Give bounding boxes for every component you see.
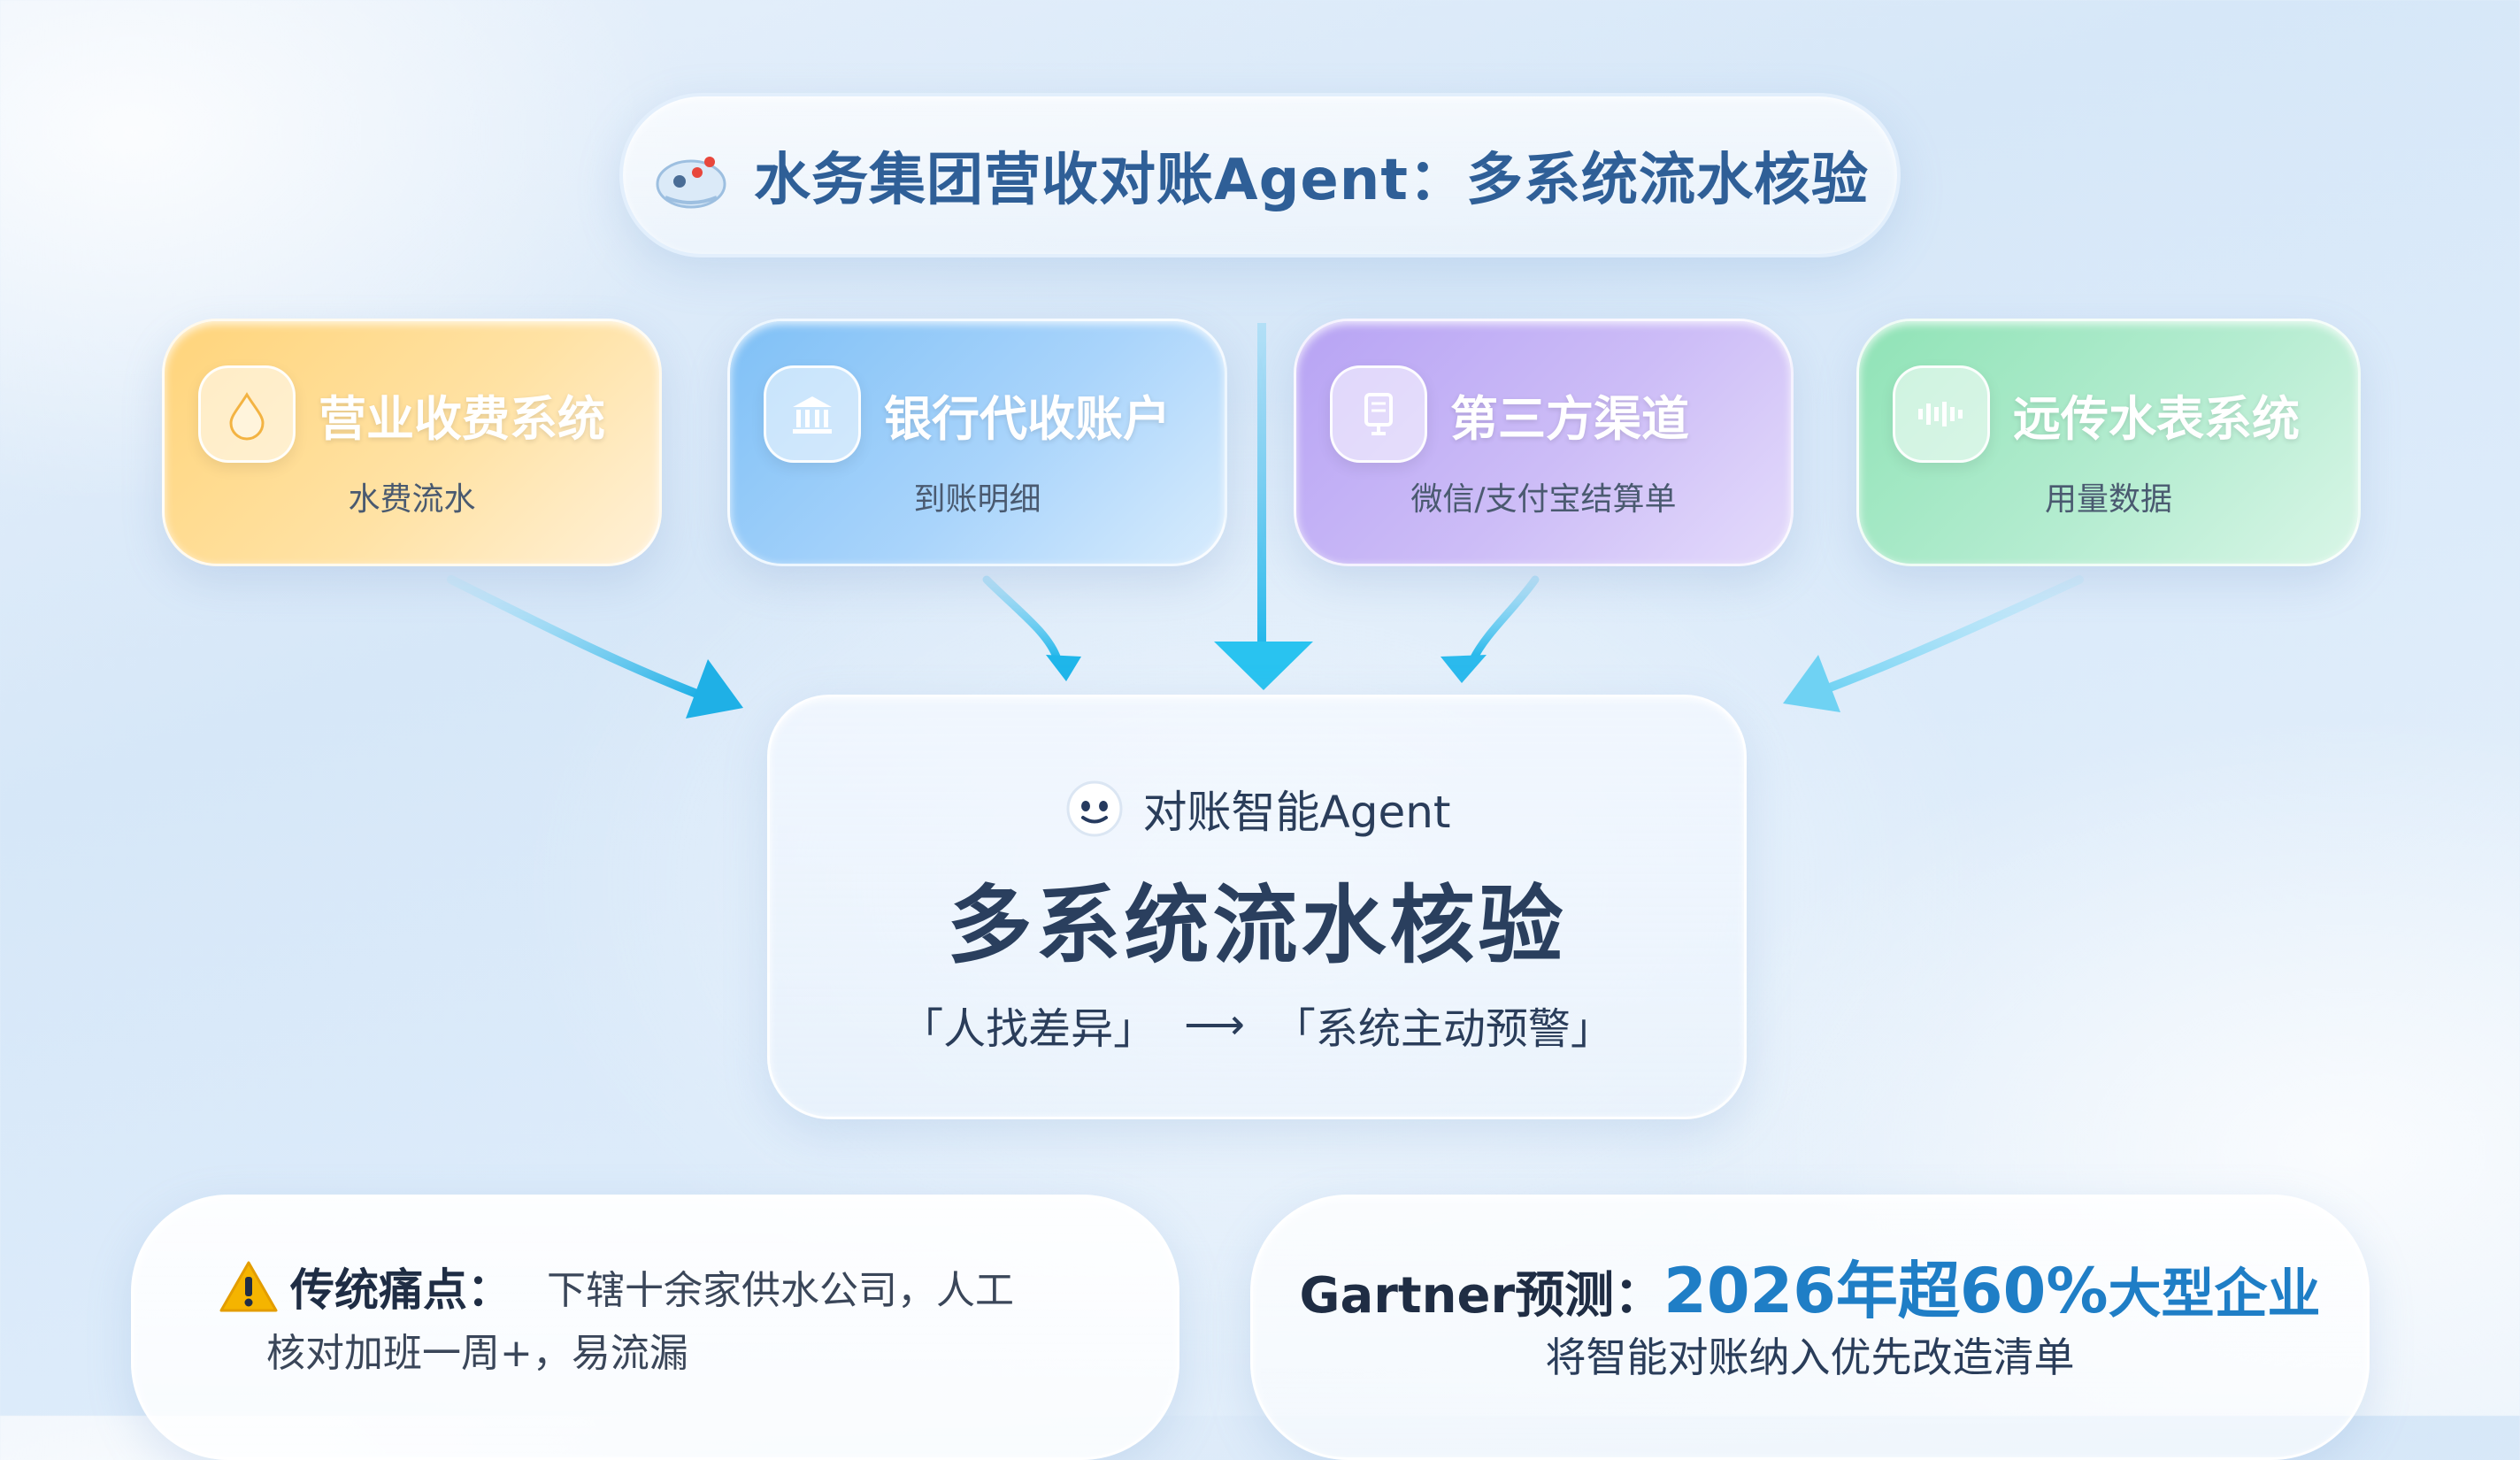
forecast-lead: Gartner预测： xyxy=(1299,1267,1664,1325)
forecast-tail: 大型企业 xyxy=(2108,1264,2321,1326)
source-sub: 微信/支付宝结算单 xyxy=(1410,481,1677,518)
signal-wave-icon xyxy=(1893,365,1990,463)
transition-arrow: ⟶ xyxy=(1184,1000,1245,1049)
pain-text-line1: 下辖十余家供水公司，人工 xyxy=(547,1268,1014,1313)
agent-label: 对账智能Agent xyxy=(1142,787,1451,838)
source-sub: 用量数据 xyxy=(2044,481,2172,518)
arrowhead-left xyxy=(686,659,743,718)
water-drop-icon xyxy=(198,365,296,463)
title-banner: 水务集团营收对账Agent：多系统流水核验 xyxy=(619,93,1901,257)
forecast-headline: Gartner预测：2026年超60%大型企业 xyxy=(1253,1241,2367,1331)
to-state: 「系统主动预警」 xyxy=(1272,1004,1613,1054)
arrow-center-shaft xyxy=(1257,323,1266,650)
arrowhead-bank xyxy=(1046,655,1081,681)
hub-title: 多系统流水核验 xyxy=(947,876,1567,975)
source-card-bank: 银行代收账户 到账明细 xyxy=(727,319,1227,566)
flow-arrows xyxy=(447,323,2084,718)
forecast-card: Gartner预测：2026年超60%大型企业 将智能对账纳入优先改造清单 xyxy=(1250,1195,2370,1460)
agent-hub-card: 对账智能Agent 多系统流水核验 「人找差异」 ⟶ 「系统主动预警」 xyxy=(767,695,1747,1119)
source-card-third-party: 第三方渠道 微信/支付宝结算单 xyxy=(1294,319,1794,566)
bank-icon xyxy=(764,365,861,463)
from-state: 「人找差异」 xyxy=(901,1004,1156,1054)
forecast-highlight: 2026年超60% xyxy=(1663,1255,2109,1327)
forecast-line2: 将智能对账纳入优先改造清单 xyxy=(1545,1333,2075,1381)
pain-point-card: 传统痛点： 下辖十余家供水公司，人工 核对加班一周+，易流漏 xyxy=(131,1195,1179,1460)
source-label: 第三方渠道 xyxy=(1450,390,1689,447)
arrow-bank xyxy=(982,575,1062,664)
source-sub: 水费流水 xyxy=(348,481,476,518)
arrowhead-third xyxy=(1441,655,1487,683)
pain-text-line2: 核对加班一周+，易流漏 xyxy=(266,1331,688,1376)
source-sub: 到账明细 xyxy=(913,481,1041,518)
arrowhead-center xyxy=(1214,642,1313,690)
warning-icon xyxy=(219,1261,278,1312)
smiley-robot-icon xyxy=(1066,780,1122,837)
source-label: 银行代收账户 xyxy=(884,390,1171,447)
source-card-meter: 远传水表系统 用量数据 xyxy=(1856,319,2361,566)
page-title: 水务集团营收对账Agent：多系统流水核验 xyxy=(754,148,1869,213)
source-label: 营业收费系统 xyxy=(319,390,605,447)
arrow-left xyxy=(447,575,703,699)
source-label: 远传水表系统 xyxy=(2013,390,2300,447)
arrow-right xyxy=(1818,575,2084,695)
water-drop-robot-icon xyxy=(656,157,726,209)
source-card-billing: 营业收费系统 水费流水 xyxy=(162,319,662,566)
transformation-line: 「人找差异」 ⟶ 「系统主动预警」 xyxy=(770,994,1744,1056)
arrow-third xyxy=(1469,575,1540,664)
receipt-icon xyxy=(1330,365,1427,463)
arrowhead-right xyxy=(1783,655,1840,712)
pain-label: 传统痛点： xyxy=(290,1264,511,1316)
